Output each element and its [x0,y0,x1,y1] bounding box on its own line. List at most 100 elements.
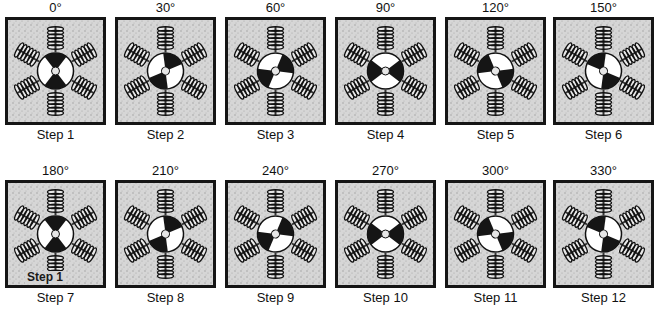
angle-label: 270° [335,163,436,178]
step-panel: 330° Step 12 [553,163,654,305]
motor-frame [553,180,654,288]
angle-label: 60° [225,0,326,15]
step-panel: 90° Step 4 [335,0,436,142]
coil-spring [268,253,284,278]
motor-drawing [115,17,216,125]
motor-drawing [5,180,106,288]
motor-drawing [225,180,326,288]
stippled-ground [335,180,436,288]
coil-spring [596,27,612,52]
step-label: Step 2 [115,127,216,142]
coil-spring [268,190,284,215]
stippled-ground [553,180,654,288]
motor-frame [553,17,654,125]
step-panel: 150°Step 6 [553,0,654,142]
stippled-ground [445,17,546,125]
coil-spring [48,90,64,115]
motor-frame [335,17,436,125]
angle-label: 90° [335,0,436,15]
rotor [38,216,74,252]
motor-frame [115,17,216,125]
coil-spring [268,27,284,52]
angle-label: 150° [553,0,654,15]
stippled-ground [225,17,326,125]
motor-drawing [553,180,654,288]
rotor [579,46,628,95]
coil-spring [158,253,174,278]
angle-label: 210° [115,163,216,178]
coil-spring [158,190,174,215]
angle-label: 240° [225,163,326,178]
step-panel: 0° Step 1 [5,0,106,142]
step-panel: 60°Step 3 [225,0,326,142]
step-label: Step 4 [335,127,436,142]
coil-spring [596,190,612,215]
rotor [141,46,190,95]
rotor [38,53,74,89]
step-panel: 240° Step 9 [225,163,326,305]
coil-spring [488,253,504,278]
step-label: Step 7 [5,290,106,305]
angle-label: 300° [445,163,546,178]
stippled-ground [225,180,326,288]
coil-spring [158,27,174,52]
coil-spring [378,253,394,278]
stippled-ground [335,17,436,125]
step-panel: 120° Step 5 [445,0,546,142]
angle-label: 330° [553,163,654,178]
motor-drawing [445,17,546,125]
coil-spring [378,190,394,215]
coil-spring [268,90,284,115]
motor-frame [445,17,546,125]
motor-frame [115,180,216,288]
rotor [471,46,520,95]
rotor [367,216,403,252]
motor-frame [225,17,326,125]
motor-frame [335,180,436,288]
rotor [579,209,628,258]
stippled-ground [5,180,106,288]
motor-frame [225,180,326,288]
motor-frame [445,180,546,288]
step-label: Step 9 [225,290,326,305]
step-panel: 210°Step 8 [115,163,216,305]
coil-spring [488,90,504,115]
stippled-ground [115,17,216,125]
stippled-ground [553,17,654,125]
step-panel: 300° Step 11 [445,163,546,305]
motor-drawing [335,180,436,288]
coil-spring [48,27,64,52]
angle-label: 180° [5,163,106,178]
step-label: Step 11 [445,290,546,305]
coil-spring [48,190,64,215]
coil-spring [378,27,394,52]
coil-spring [596,253,612,278]
overprint-note: Step 1 [25,271,65,284]
stippled-ground [445,180,546,288]
angle-label: 30° [115,0,216,15]
motor-frame [5,17,106,125]
step-label: Step 10 [335,290,436,305]
rotor [471,209,520,258]
rotor [251,209,300,258]
angle-label: 0° [5,0,106,15]
stippled-ground [115,180,216,288]
step-label: Step 1 [5,127,106,142]
angle-label: 120° [445,0,546,15]
motor-drawing [115,180,216,288]
motor-drawing [5,17,106,125]
motor-drawing [225,17,326,125]
motor-drawing [445,180,546,288]
step-panel: 270° Step 10 [335,163,436,305]
motor-drawing [553,17,654,125]
coil-spring [596,90,612,115]
motor-drawing [335,17,436,125]
step-label: Step 12 [553,290,654,305]
step-panel: 30° Step 2 [115,0,216,142]
coil-spring [378,90,394,115]
step-label: Step 5 [445,127,546,142]
stippled-ground [5,17,106,125]
rotor [251,46,300,95]
coil-spring [488,27,504,52]
